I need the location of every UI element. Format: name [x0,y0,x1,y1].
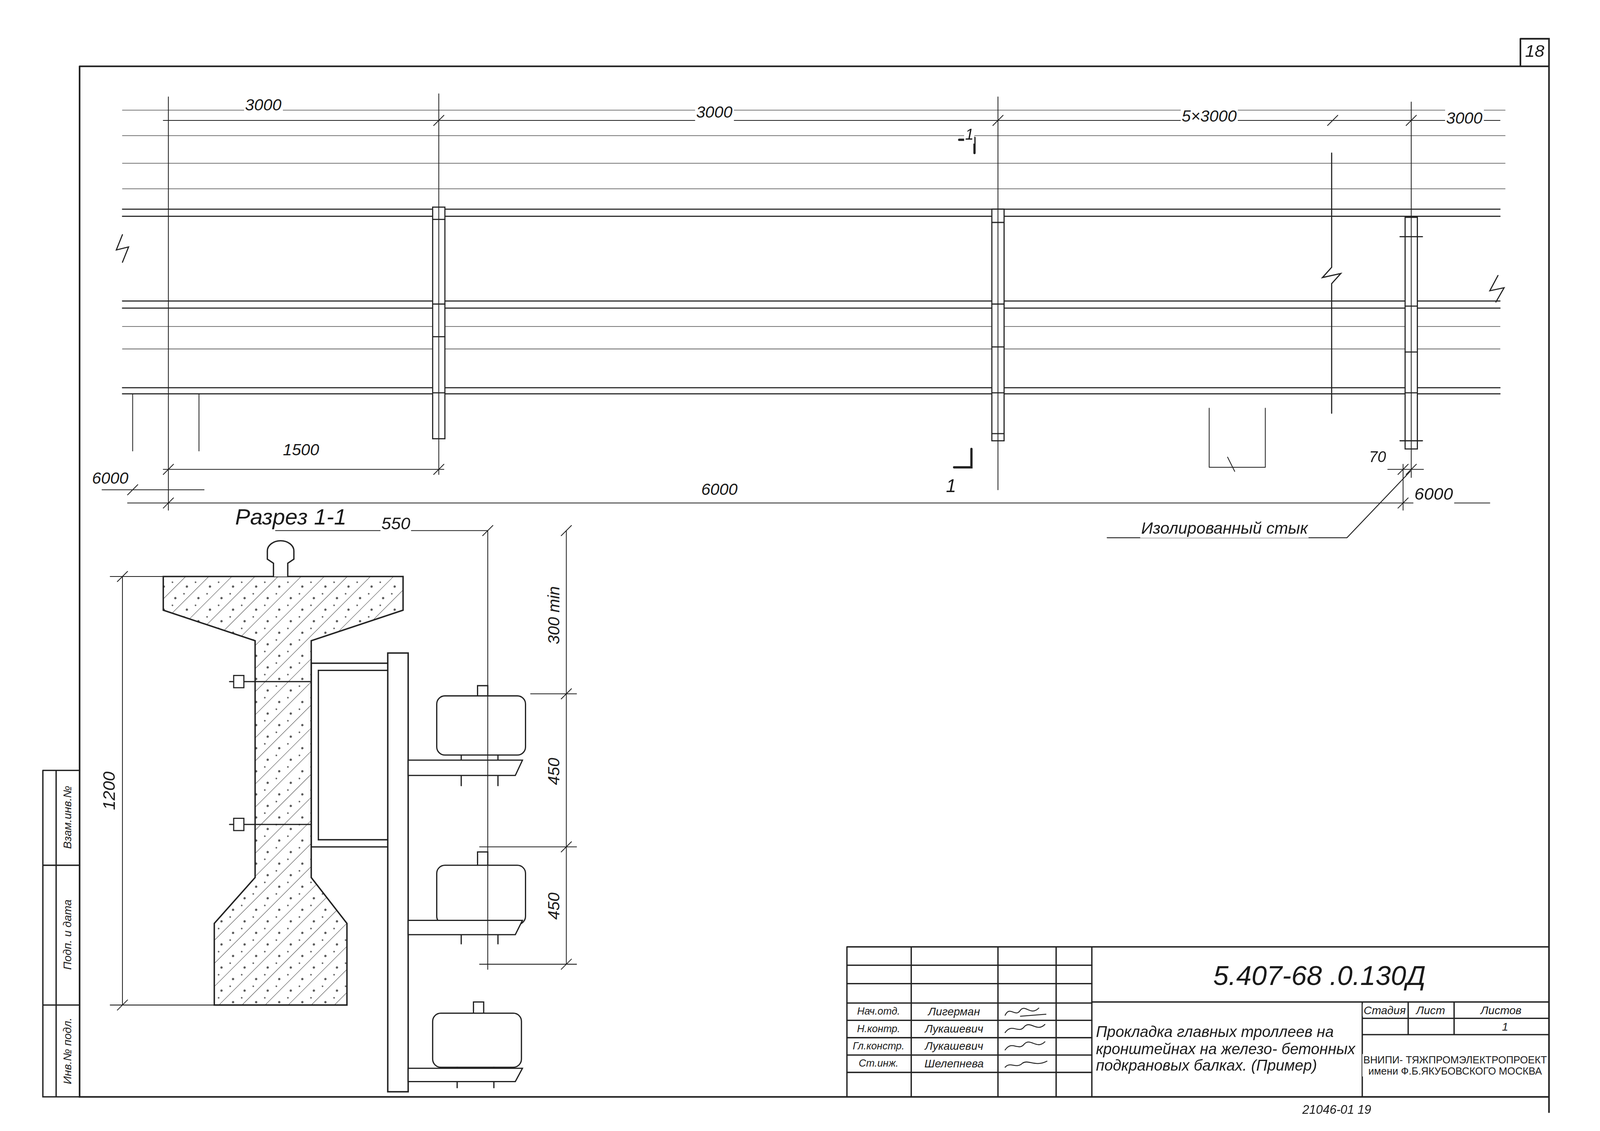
stamp-label: Взам.инв.№ [61,784,74,850]
dimension: 6000 [91,469,130,488]
dimension: 6000 [700,480,739,499]
dimension: 70 [1367,448,1388,466]
table-cell: Н.контр. [855,1023,902,1035]
dimension: 1500 [281,440,321,459]
organization: ВНИПИ- ТЯЖПРОМЭЛЕКТРОПРОЕКТ имени Ф.Б.ЯК… [1362,1054,1548,1077]
table-cell: Листов [1479,1003,1523,1017]
callout-note: Изолированный стык [1140,519,1309,538]
table-cell: 1 [1500,1020,1510,1033]
drawing-title: Прокладка главных троллеев на кронштейна… [1095,1023,1361,1075]
table-cell: Ст.инж. [857,1057,900,1069]
archive-number: 21046-01 19 [1301,1103,1373,1118]
dimension: 3000 [694,103,734,122]
section-mark: 1 [945,476,958,497]
drawing-code: 5.407-68 .0.130Д [1212,961,1427,992]
table-cell: Нач.отд. [856,1005,902,1017]
dimension: 3000 [244,96,283,115]
section-mark: 1 [964,126,975,144]
dimension: 450 [544,756,563,787]
table-cell: Лукашевич [923,1039,985,1053]
table-cell: Лигерман [927,1005,982,1018]
sheet-number: 18 [1523,42,1546,62]
dimension: 6000 [1413,485,1455,505]
dimension: 3000 [1445,109,1484,128]
table-cell: Лукашевич [923,1022,985,1035]
dimension: 450 [544,891,563,921]
table-cell: Шелепнева [923,1057,985,1070]
dimension: 5×3000 [1180,107,1238,126]
table-cell: Стадия [1362,1003,1407,1017]
section-title: Разрез 1-1 [234,504,348,530]
dimension: 550 [380,514,412,535]
dimension: 1200 [100,770,121,812]
stamp-label: Подп. и дата [61,898,74,972]
table-cell: Гл.констр. [851,1040,906,1052]
stamp-label: Инв.№ подл. [61,1016,74,1086]
dimension: 300 min [544,585,563,646]
table-cell: Лист [1415,1003,1446,1017]
